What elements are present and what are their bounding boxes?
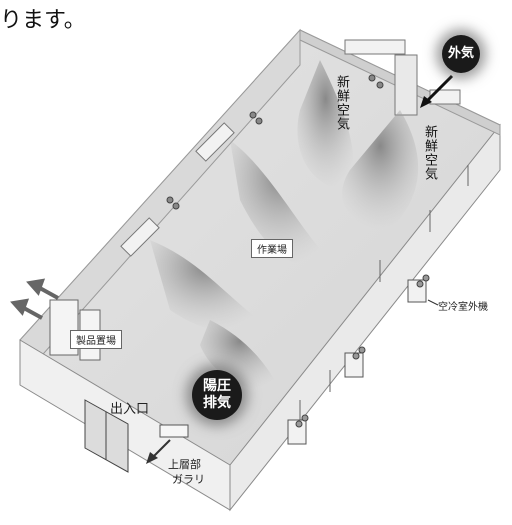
upper-gallery-line1: 上層部 <box>168 458 201 471</box>
positive-exhaust-line1: 陽圧 <box>203 378 231 394</box>
entrance-label: 出入口 <box>110 402 150 417</box>
upper-gallery-line2: ガラリ <box>172 473 205 486</box>
positive-exhaust-line2: 排気 <box>203 395 231 411</box>
fresh-air-label-2: 新鮮空気 <box>422 125 437 181</box>
fresh-air-label-1: 新鮮空気 <box>334 75 349 131</box>
intro-text: ります。 <box>0 8 86 33</box>
positive-exhaust-badge: 陽圧 排気 <box>192 370 242 420</box>
work-area-label: 作業場 <box>251 239 293 258</box>
outside-air-label: 外気 <box>447 46 474 61</box>
product-area-label: 製品置場 <box>70 330 122 349</box>
ac-outdoor-unit-label: 空冷室外機 <box>438 302 488 313</box>
outside-air-badge: 外気 <box>442 35 480 73</box>
